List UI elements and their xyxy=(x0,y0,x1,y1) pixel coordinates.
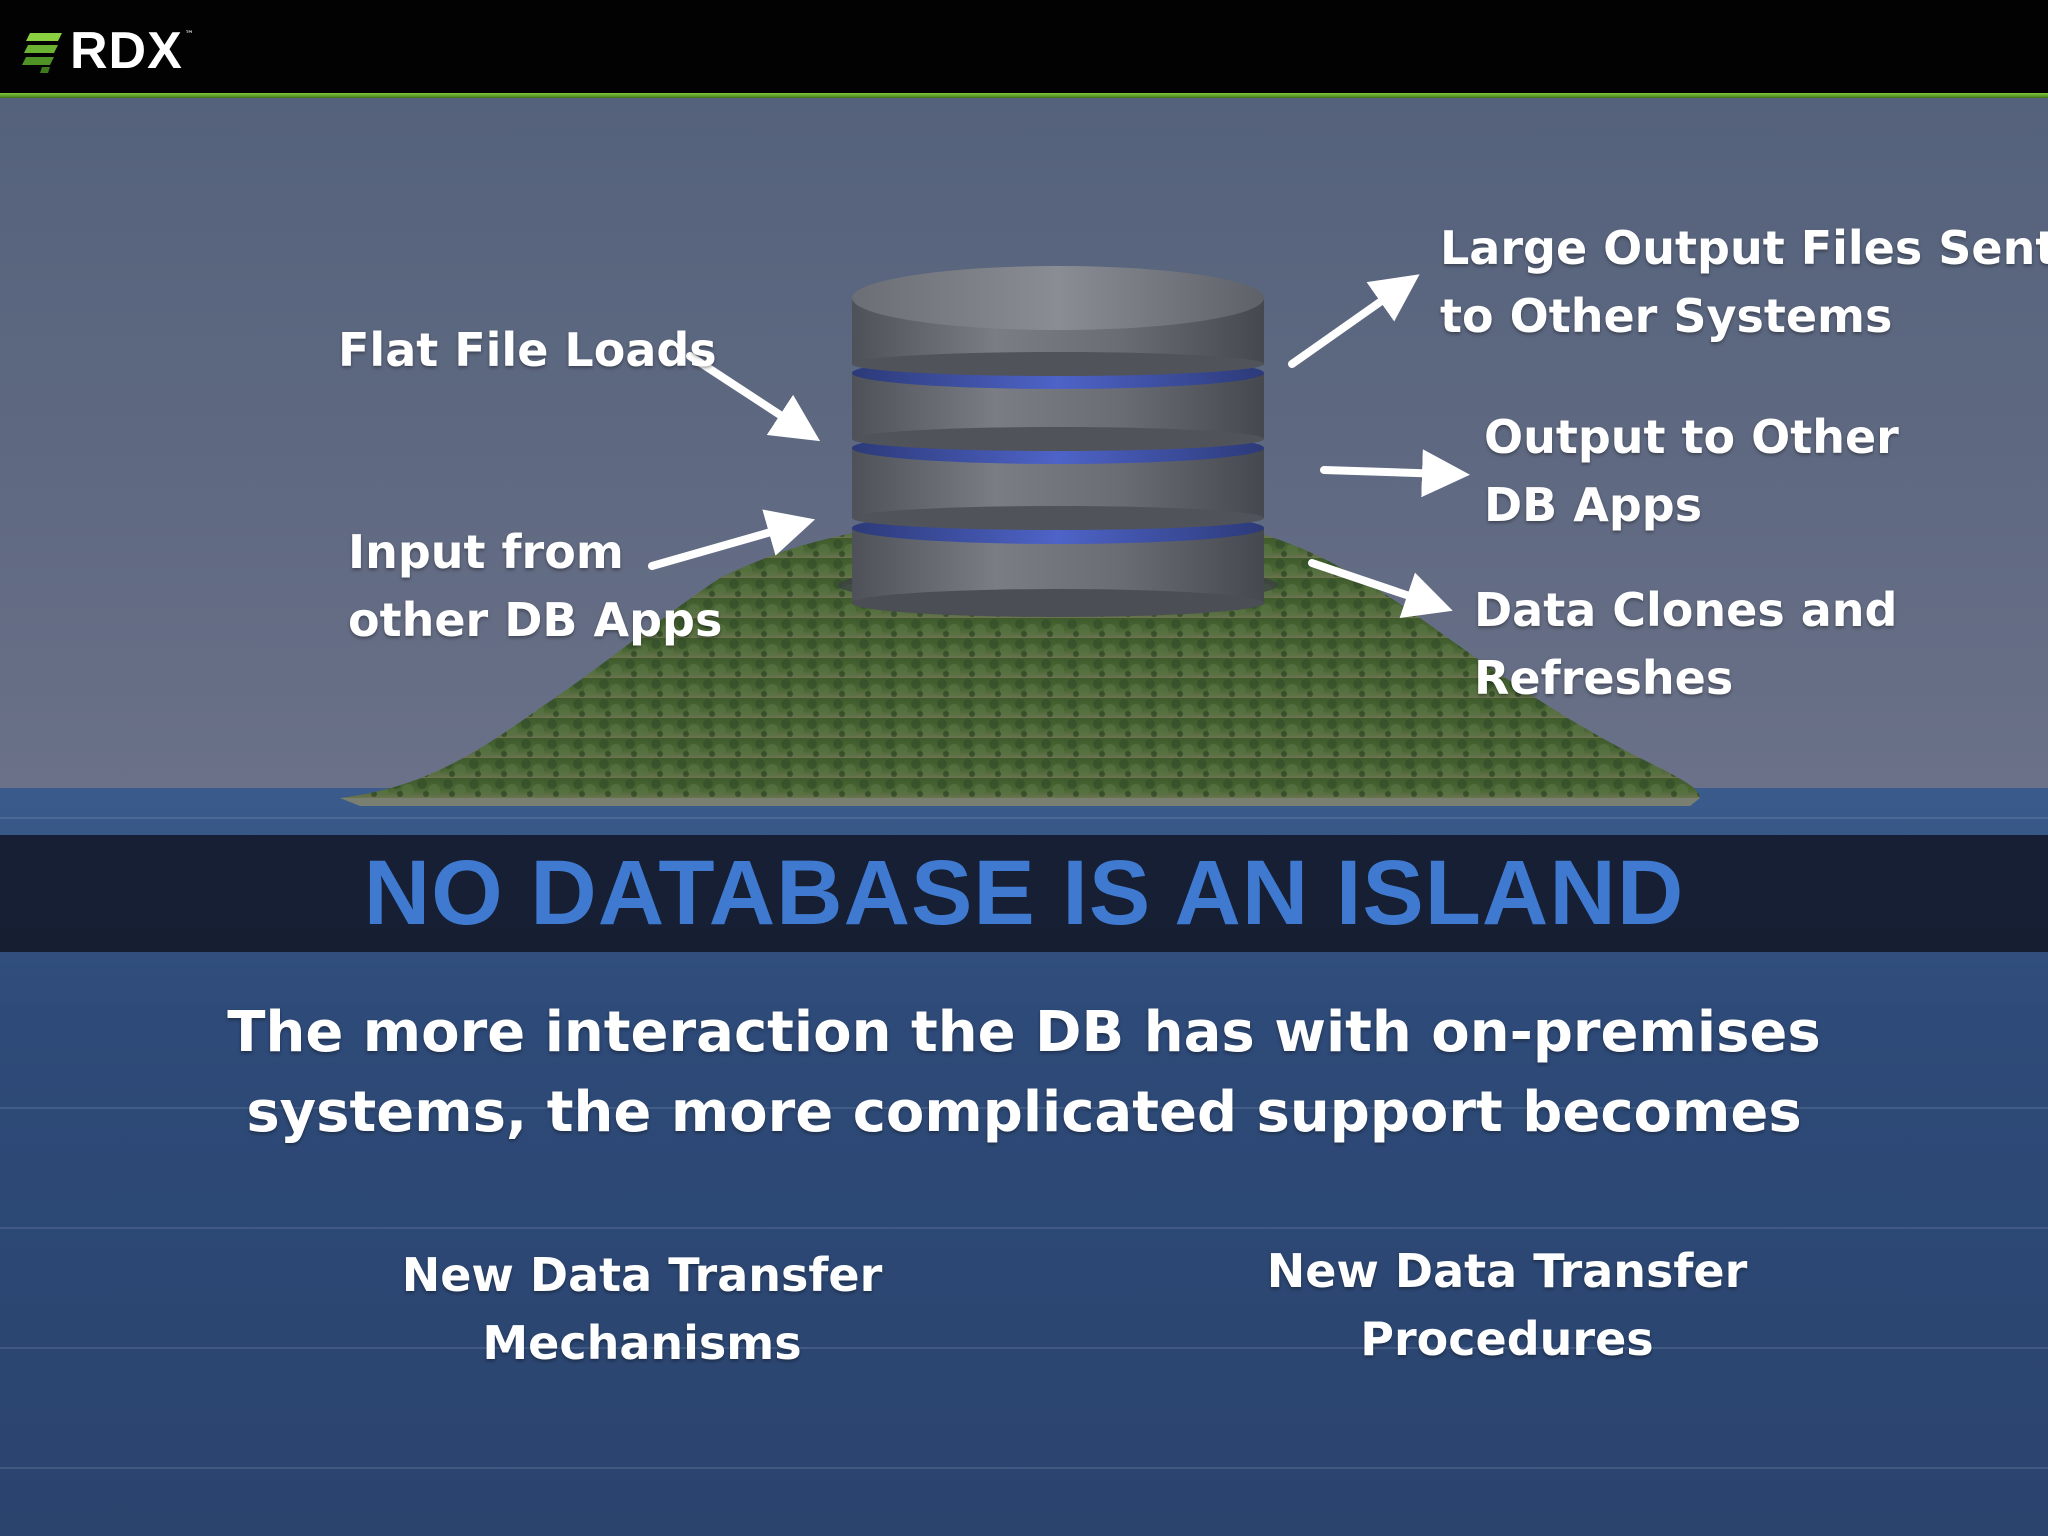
arrow-input-other-db xyxy=(648,509,816,570)
large-output-line2: to Other Systems xyxy=(1440,289,1893,343)
large-output-line1: Large Output Files Sent xyxy=(1440,221,2048,275)
logo-text: RDX xyxy=(70,22,183,80)
flat-file-loads-label: Flat File Loads xyxy=(338,316,717,384)
subtitle-line2: systems, the more complicated support be… xyxy=(246,1080,1802,1145)
subtitle-line1: The more interaction the DB has with on-… xyxy=(227,1000,1821,1065)
arrow-flat-file-loads xyxy=(686,352,821,442)
rdx-logo: RDX ™ xyxy=(22,22,194,80)
island xyxy=(340,528,1700,798)
mechanisms-line1: New Data Transfer xyxy=(401,1248,883,1302)
data-clones-line1: Data Clones and xyxy=(1474,583,1898,637)
header-accent-line xyxy=(0,93,2048,98)
arrow-output-db-apps xyxy=(1320,449,1470,498)
database-icon xyxy=(838,266,1278,617)
output-db-line1: Output to Other xyxy=(1484,410,1899,464)
arrow-large-output xyxy=(1288,274,1420,368)
top-bar: RDX ™ xyxy=(0,0,2048,93)
flat-file-loads-text: Flat File Loads xyxy=(338,323,717,377)
banner-title: NO DATABASE IS AN ISLAND xyxy=(363,842,1685,944)
input-from-line2: other DB Apps xyxy=(348,593,723,647)
output-db-apps-label: Output to Other DB Apps xyxy=(1484,403,1899,539)
new-data-transfer-procedures: New Data Transfer Procedures xyxy=(1227,1237,1787,1373)
input-from-other-db-label: Input from other DB Apps xyxy=(348,518,722,654)
input-from-line1: Input from xyxy=(348,525,624,579)
mechanisms-line2: Mechanisms xyxy=(482,1316,802,1370)
procedures-line2: Procedures xyxy=(1360,1312,1654,1366)
title-banner: NO DATABASE IS AN ISLAND xyxy=(0,835,2048,952)
procedures-line1: New Data Transfer xyxy=(1266,1244,1748,1298)
data-clones-line2: Refreshes xyxy=(1474,651,1734,705)
new-data-transfer-mechanisms: New Data Transfer Mechanisms xyxy=(362,1241,922,1377)
large-output-label: Large Output Files Sent to Other Systems xyxy=(1440,214,2048,350)
subtitle: The more interaction the DB has with on-… xyxy=(0,993,2048,1153)
logo-trademark: ™ xyxy=(184,30,194,40)
data-clones-label: Data Clones and Refreshes xyxy=(1474,576,1897,712)
output-db-line2: DB Apps xyxy=(1484,478,1703,532)
arrow-data-clones xyxy=(1308,559,1453,619)
rdx-logo-mark-icon xyxy=(22,33,62,73)
